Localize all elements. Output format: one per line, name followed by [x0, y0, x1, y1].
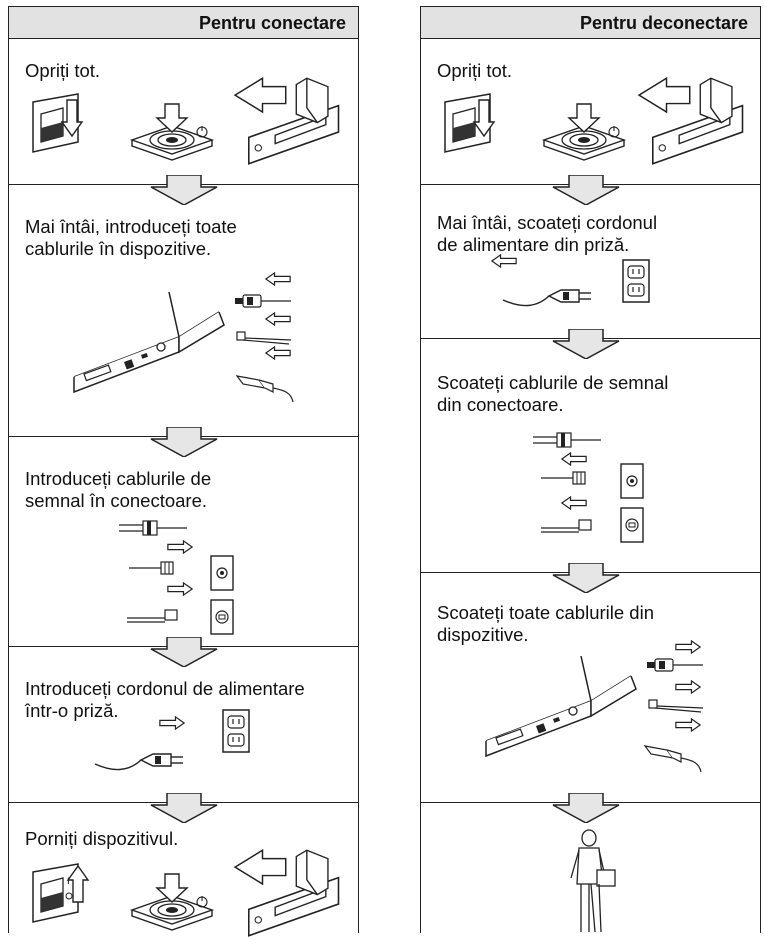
connect-step-5-line1: Porniți dispozitivul.: [25, 828, 179, 849]
rocker-switch-icon: [231, 846, 351, 941]
left-arrow-icon: [561, 452, 587, 466]
connect-step-4-text: Introduceți cordonul de alimentare într-…: [25, 678, 305, 722]
down-arrow-icon: [149, 793, 219, 823]
connect-step-1-text: Opriți tot.: [25, 60, 100, 82]
down-arrow-icon: [551, 329, 621, 359]
laptop-ports-icon: [69, 292, 229, 402]
phone-cable-icon: [648, 699, 704, 713]
phone-wall-jack-icon: [620, 507, 644, 543]
phone-wall-jack-icon: [210, 599, 234, 635]
right-arrow-icon: [159, 716, 185, 730]
disconnect-step-4-text: Scoateți toate cablurile din dispozitive…: [437, 602, 654, 646]
down-arrow-icon: [551, 793, 621, 823]
rocker-switch-icon: [635, 74, 755, 169]
coax-plug-icon: [541, 471, 586, 485]
disconnect-step-1-line1: Opriți tot.: [437, 60, 513, 81]
down-arrow-icon: [149, 175, 219, 205]
coax-plug-icon: [129, 561, 174, 575]
wall-outlet-icon: [621, 258, 651, 304]
disconnect-step-4-line1: Scoateți toate cablurile din: [437, 602, 654, 623]
disconnect-step-2-line1: Mai întâi, scoateți cordonul: [437, 212, 658, 233]
audio-cable-icon: [647, 658, 703, 672]
connect-step-4-line1: Introduceți cordonul de alimentare: [25, 678, 305, 699]
left-arrow-icon: [265, 272, 291, 286]
phone-plug-icon: [127, 609, 178, 623]
right-arrow-icon: [675, 680, 701, 694]
disconnect-step-3-line2: din conectoare.: [437, 394, 564, 415]
connect-step-4-line2: într-o priză.: [25, 700, 119, 721]
disconnect-column: Pentru deconectare Opriți tot. Mai întâi…: [420, 6, 761, 933]
down-arrow-small-icon: [60, 99, 84, 138]
connect-step-5-text: Porniți dispozitivul.: [25, 828, 178, 850]
left-arrow-icon: [561, 496, 587, 510]
connect-step-3-line1: Introduceți cablurile de: [25, 468, 212, 489]
connect-step-3-line2: semnal în conectoare.: [25, 490, 208, 511]
power-button-icon: [127, 102, 217, 162]
coax-cable-icon: [119, 520, 187, 536]
right-arrow-icon: [167, 582, 193, 596]
disconnect-column-header: Pentru deconectare: [421, 6, 760, 39]
coax-cable-icon: [533, 432, 601, 448]
disconnect-step-3-text: Scoateți cablurile de semnal din conecto…: [437, 372, 668, 416]
laptop-ports-icon: [481, 656, 641, 766]
left-arrow-icon: [265, 312, 291, 326]
phone-plug-icon: [541, 519, 592, 533]
disconnect-step-2-text: Mai întâi, scoateți cordonul de alimenta…: [437, 212, 657, 256]
coax-wall-jack-icon: [620, 463, 644, 499]
right-arrow-icon: [675, 718, 701, 732]
disconnect-step-2-line2: de alimentare din priză.: [437, 234, 630, 255]
rocker-switch-icon: [231, 74, 351, 169]
left-arrow-icon: [265, 346, 291, 360]
connect-column: Pentru conectare Opriți tot. Mai întâi, …: [8, 6, 359, 933]
power-button-icon: [127, 872, 217, 932]
down-arrow-icon: [149, 637, 219, 667]
phone-cable-icon: [236, 331, 292, 345]
connect-step-2-line1: Mai întâi, introduceți toate: [25, 216, 237, 237]
left-arrow-icon: [491, 254, 517, 268]
connect-step-1-line1: Opriți tot.: [25, 60, 101, 81]
audio-cable-icon: [235, 294, 291, 308]
power-plug-icon: [93, 734, 203, 774]
power-plug-icon: [501, 270, 611, 310]
coax-wall-jack-icon: [210, 555, 234, 591]
person-walking-icon: [570, 829, 616, 933]
up-arrow-small-icon: [66, 864, 90, 903]
disconnect-step-4-line2: dispozitive.: [437, 624, 529, 645]
wall-outlet-icon: [221, 708, 251, 754]
connect-step-2-text: Mai întâi, introduceți toate cablurile î…: [25, 216, 237, 260]
disconnect-step-3-line1: Scoateți cablurile de semnal: [437, 372, 669, 393]
usb-cable-icon: [643, 745, 702, 773]
connect-step-3-text: Introduceți cablurile de semnal în conec…: [25, 468, 211, 512]
power-button-icon: [539, 102, 629, 162]
down-arrow-icon: [551, 175, 621, 205]
down-arrow-small-icon: [472, 99, 496, 138]
usb-cable-icon: [235, 375, 294, 403]
right-arrow-icon: [167, 540, 193, 554]
connect-step-2-line2: cablurile în dispozitive.: [25, 238, 212, 259]
right-arrow-icon: [675, 640, 701, 654]
down-arrow-icon: [551, 563, 621, 593]
down-arrow-icon: [149, 427, 219, 457]
connect-column-header: Pentru conectare: [9, 6, 358, 39]
disconnect-step-1-text: Opriți tot.: [437, 60, 512, 82]
